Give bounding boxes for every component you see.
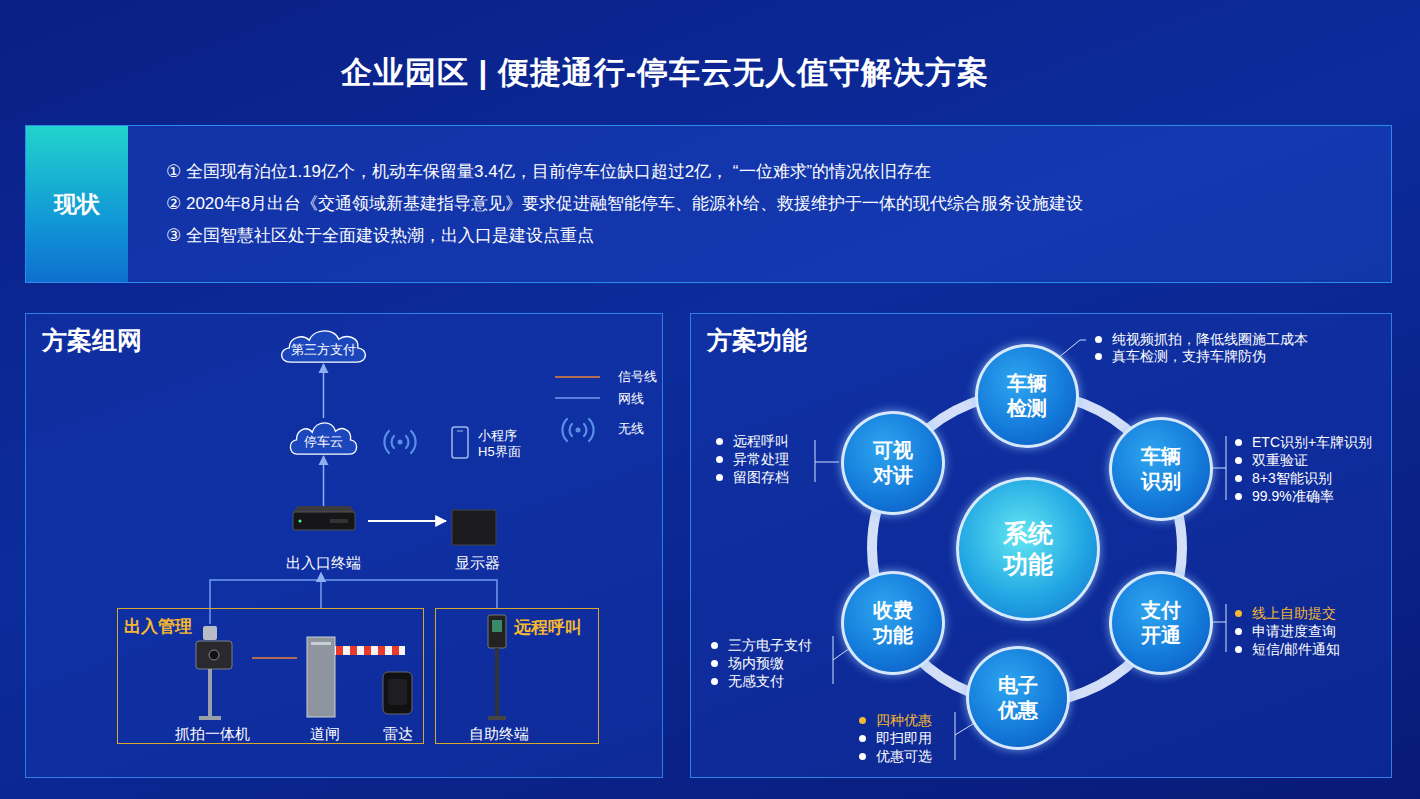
cloud-node: 第三方支付 (276, 326, 371, 364)
radar-device (383, 672, 412, 714)
status-line: ③ 全国智慧社区处于全面建设热潮，出入口是建设点重点 (166, 225, 594, 247)
node-label: 车辆识别 (1139, 444, 1183, 494)
node-label: 抓拍一体机 (175, 725, 250, 744)
node-label: 雷达 (383, 725, 413, 744)
function-circle: 车辆识别 (1109, 417, 1213, 521)
legend-wireless-icon (562, 419, 593, 441)
section-heading: 现状 (26, 126, 128, 282)
app-label: 小程序 H5界面 (478, 428, 528, 460)
cloud-node: 停车云 (286, 418, 361, 456)
function-circle: 电子优惠 (966, 646, 1070, 750)
panel-heading: 方案组网 (42, 324, 142, 357)
network-line (323, 456, 325, 506)
node-label: 显示器 (455, 554, 500, 573)
function-circle: 车辆检测 (975, 344, 1079, 448)
function-circle: 收费功能 (841, 571, 945, 675)
feature-bullet: 留图存档 (733, 468, 789, 486)
node-label: 车辆检测 (1005, 371, 1049, 421)
feature-bullet: 异常处理 (733, 450, 789, 468)
phone-speaker (457, 431, 463, 432)
group-box: 远程呼叫自助终端 (435, 608, 599, 744)
self-service-terminal (488, 615, 506, 720)
panel-heading: 方案功能 (707, 324, 807, 357)
network-line (323, 364, 325, 418)
feature-bullet: 无感支付 (728, 672, 784, 690)
device-node: 出入口终端 (278, 506, 368, 573)
node-label: 停车云 (286, 433, 361, 451)
legend-text: 无线 (618, 420, 644, 438)
network-wire (210, 580, 321, 624)
phone-icon (452, 427, 468, 458)
device-node: 抓拍一体机 (172, 622, 252, 744)
terminal-device (293, 506, 355, 530)
feature-bullet: 四种优惠 (876, 711, 932, 729)
node-label: 支付开通 (1139, 598, 1183, 648)
legend-text: 信号线 (618, 368, 657, 386)
feature-bullet: 申请进度查询 (1252, 622, 1336, 640)
wireless-icon (384, 431, 415, 453)
group-heading: 远程呼叫 (514, 616, 582, 639)
function-circle: 可视对讲 (841, 411, 945, 515)
feature-bullet: 纯视频抓拍，降低线圈施工成本 (1112, 330, 1308, 348)
node-label: 自助终端 (469, 725, 529, 744)
feature-bullet: 三方电子支付 (728, 636, 812, 654)
feature-bullet: 场内预缴 (728, 654, 784, 672)
function-circle: 支付开通 (1109, 571, 1213, 675)
device-node: 自助终端 (459, 642, 539, 744)
feature-bullet: ETC识别+车牌识别 (1252, 433, 1372, 451)
center-circle: 系统功能 (956, 477, 1100, 621)
node-label: 系统功能 (1001, 518, 1056, 581)
feature-bullet: 双重验证 (1252, 451, 1308, 469)
feature-bullet: 8+3智能识别 (1252, 469, 1332, 487)
network-line (321, 573, 497, 608)
node-label: 出入口终端 (286, 554, 361, 573)
network-panel-fill (25, 313, 663, 778)
network-panel: 方案组网第三方支付停车云出入口终端 显示器出入管理抓拍一体机 道闸 雷达 远程呼叫自助终… (25, 313, 663, 778)
function-panel: 方案功能系统功能 车辆检测车辆识别支付开通电子优惠 收费功能 可视对讲 (690, 313, 1392, 778)
feature-bullet: 短信/邮件通知 (1252, 640, 1340, 658)
feature-bullet: 远程呼叫 (733, 432, 789, 450)
legend-signal-line (555, 376, 600, 378)
feature-bullet: 线上自助提交 (1252, 604, 1336, 622)
device-node: 显示器 (446, 506, 508, 573)
status-line: ① 全国现有泊位1.19亿个，机动车保留量3.4亿，目前停车位缺口超过2亿， “… (166, 161, 931, 183)
status-line: ② 2020年8月出台《交通领域新基建指导意见》要求促进融智能停车、能源补给、救… (166, 193, 1083, 215)
node-label: 收费功能 (871, 598, 915, 648)
status-panel: 现状 ① 全国现有泊位1.19亿个，机动车保留量3.4亿，目前停车位缺口超过2亿，… (25, 125, 1392, 283)
monitor-device (452, 510, 496, 545)
feature-bullet: 99.9%准确率 (1252, 487, 1334, 505)
device-node: 雷达 (374, 667, 422, 744)
feature-bullet: 真车检测，支持车牌防伪 (1112, 347, 1266, 365)
device-node: 道闸 (297, 632, 352, 744)
network-line (368, 520, 446, 522)
feature-bullet: 优惠可选 (876, 747, 932, 765)
legend-text: 网线 (618, 390, 644, 408)
node-label: 可视对讲 (871, 438, 915, 488)
node-label: 第三方支付 (276, 341, 371, 359)
leader-lines (815, 340, 1226, 760)
status-panel-fill (25, 125, 1392, 283)
node-label: 电子优惠 (996, 673, 1040, 723)
group-box: 出入管理抓拍一体机 道闸 雷达 (117, 608, 424, 744)
node-label: 道闸 (310, 725, 340, 744)
feature-bullet: 即扫即用 (876, 729, 932, 747)
legend-network-line (555, 397, 600, 399)
group-heading: 出入管理 (124, 615, 192, 638)
camera-device (196, 626, 232, 720)
function-panel-fill (690, 313, 1392, 778)
slide-title: 企业园区 | 便捷通行-停车云无人值守解决方案 (0, 52, 1330, 94)
signal-line (252, 657, 297, 659)
